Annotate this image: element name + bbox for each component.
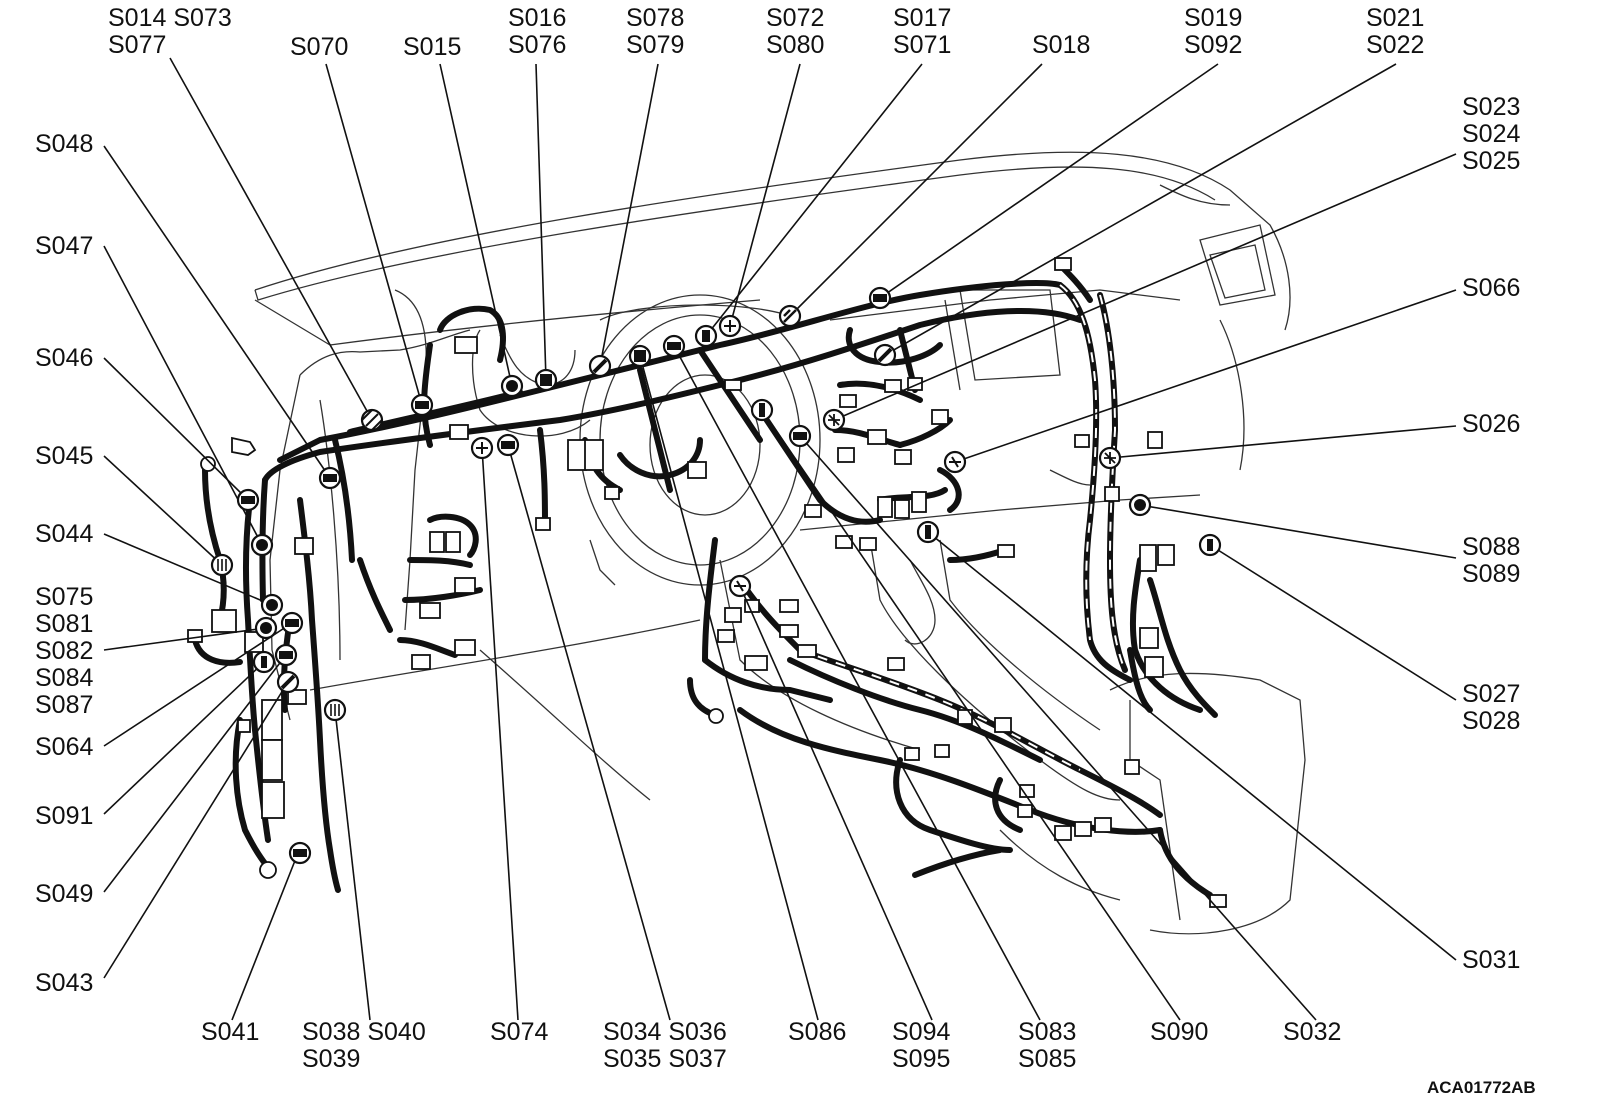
label-s032: S032	[1283, 1018, 1341, 1046]
label-s083: S083	[1018, 1018, 1076, 1046]
splice-marker-s045	[210, 553, 234, 577]
splice-marker-s048	[318, 466, 342, 490]
label-s047: S047	[35, 232, 93, 260]
label-s023: S023	[1462, 93, 1520, 121]
label-s086: S086	[788, 1018, 846, 1046]
splice-marker-s041	[288, 841, 312, 865]
label-s094: S094	[892, 1018, 950, 1046]
label-s027: S027	[1462, 680, 1520, 708]
label-s080: S080	[766, 31, 824, 59]
harness-main-trunk	[192, 262, 1218, 898]
label-s064: S064	[35, 733, 93, 761]
label-s076: S076	[508, 31, 566, 59]
label-s026: S026	[1462, 410, 1520, 438]
label-s072: S072	[766, 4, 824, 32]
splice-marker-s034-s037	[496, 433, 520, 457]
label-s017: S017	[893, 4, 951, 32]
label-s071: S071	[893, 31, 951, 59]
label-s041: S041	[201, 1018, 259, 1046]
label-s066: S066	[1462, 274, 1520, 302]
label-s021: S021	[1366, 4, 1424, 32]
label-s085: S085	[1018, 1045, 1076, 1073]
splice-marker-s016-s076	[534, 368, 558, 392]
connector-blocks	[187, 257, 1227, 908]
splice-marker-s086	[628, 344, 652, 368]
label-s018: S018	[1032, 31, 1090, 59]
splice-marker-s066	[943, 450, 967, 474]
splice-marker-s083-s085	[662, 334, 686, 358]
splice-marker-s015	[500, 374, 524, 398]
label-s049: S049	[35, 880, 93, 908]
label-s082: S082	[35, 637, 93, 665]
dashboard-outline	[254, 151, 1306, 935]
splice-marker-s091	[252, 650, 276, 674]
splice-marker-s031	[916, 520, 940, 544]
label-s090: S090	[1150, 1018, 1208, 1046]
splice-marker-s027-s028	[1198, 533, 1222, 557]
splice-marker-s075-s087	[254, 616, 278, 640]
splice-marker-s043	[276, 670, 300, 694]
splice-marker-s088-s089	[1128, 493, 1152, 517]
label-s045: S045	[35, 442, 93, 470]
label-s070: S070	[290, 33, 348, 61]
splice-marker-s074	[470, 436, 494, 460]
label-s044: S044	[35, 520, 93, 548]
label-s079: S079	[626, 31, 684, 59]
label-s019: S019	[1184, 4, 1242, 32]
splice-marker-s032	[788, 424, 812, 448]
drawing-code: ACA01772AB	[1427, 1078, 1536, 1097]
label-s039: S039	[302, 1045, 360, 1073]
label-s092: S092	[1184, 31, 1242, 59]
splice-marker-s072-s080	[718, 314, 742, 338]
label-s087: S087	[35, 691, 93, 719]
label-s034-s036: S034 S036	[603, 1018, 727, 1046]
splice-marker-s038-s040	[323, 698, 347, 722]
label-s024: S024	[1462, 120, 1520, 148]
label-s043: S043	[35, 969, 93, 997]
splice-marker-s018	[778, 304, 802, 328]
label-s081: S081	[35, 610, 93, 638]
label-s078: S078	[626, 4, 684, 32]
label-s038-s040: S038 S040	[302, 1018, 426, 1046]
label-s015: S015	[403, 33, 461, 61]
splice-labels: S014 S073 S077 S070 S015 S016 S076 S078 …	[35, 4, 1536, 1097]
leader-lines	[103, 57, 1457, 1021]
splice-marker-s021-s022	[873, 343, 897, 367]
label-s091: S091	[35, 802, 93, 830]
label-s077: S077	[108, 31, 166, 59]
splice-marker-s017-s071	[694, 324, 718, 348]
label-s088: S088	[1462, 533, 1520, 561]
label-s089: S089	[1462, 560, 1520, 588]
splice-marker-s026	[1098, 446, 1122, 470]
label-s084: S084	[35, 664, 93, 692]
label-s074: S074	[490, 1018, 548, 1046]
splice-marker-s023-s025	[822, 408, 846, 432]
harness-dashed-sections	[799, 284, 1126, 771]
splice-marker-s078-s079	[588, 354, 612, 378]
label-s031: S031	[1462, 946, 1520, 974]
splice-marker-s070	[410, 393, 434, 417]
label-s095: S095	[892, 1045, 950, 1073]
label-s046: S046	[35, 344, 93, 372]
label-s028: S028	[1462, 707, 1520, 735]
label-s075: S075	[35, 583, 93, 611]
label-s025: S025	[1462, 147, 1520, 175]
label-s016: S016	[508, 4, 566, 32]
splice-marker-s090	[750, 398, 774, 422]
splice-markers	[210, 286, 1222, 865]
splice-marker-s046	[236, 488, 260, 512]
splice-marker-s049	[274, 643, 298, 667]
splice-marker-s044	[260, 593, 284, 617]
splice-marker-s019-s092	[868, 286, 892, 310]
label-s022: S022	[1366, 31, 1424, 59]
splice-marker-s094-s095	[728, 574, 752, 598]
splice-marker-s064	[280, 611, 304, 635]
splice-marker-s047	[250, 533, 274, 557]
splice-marker-s014-s073-s077	[360, 408, 384, 432]
label-s014-s073: S014 S073	[108, 4, 232, 32]
label-s035-s037: S035 S037	[603, 1045, 727, 1073]
label-s048: S048	[35, 130, 93, 158]
